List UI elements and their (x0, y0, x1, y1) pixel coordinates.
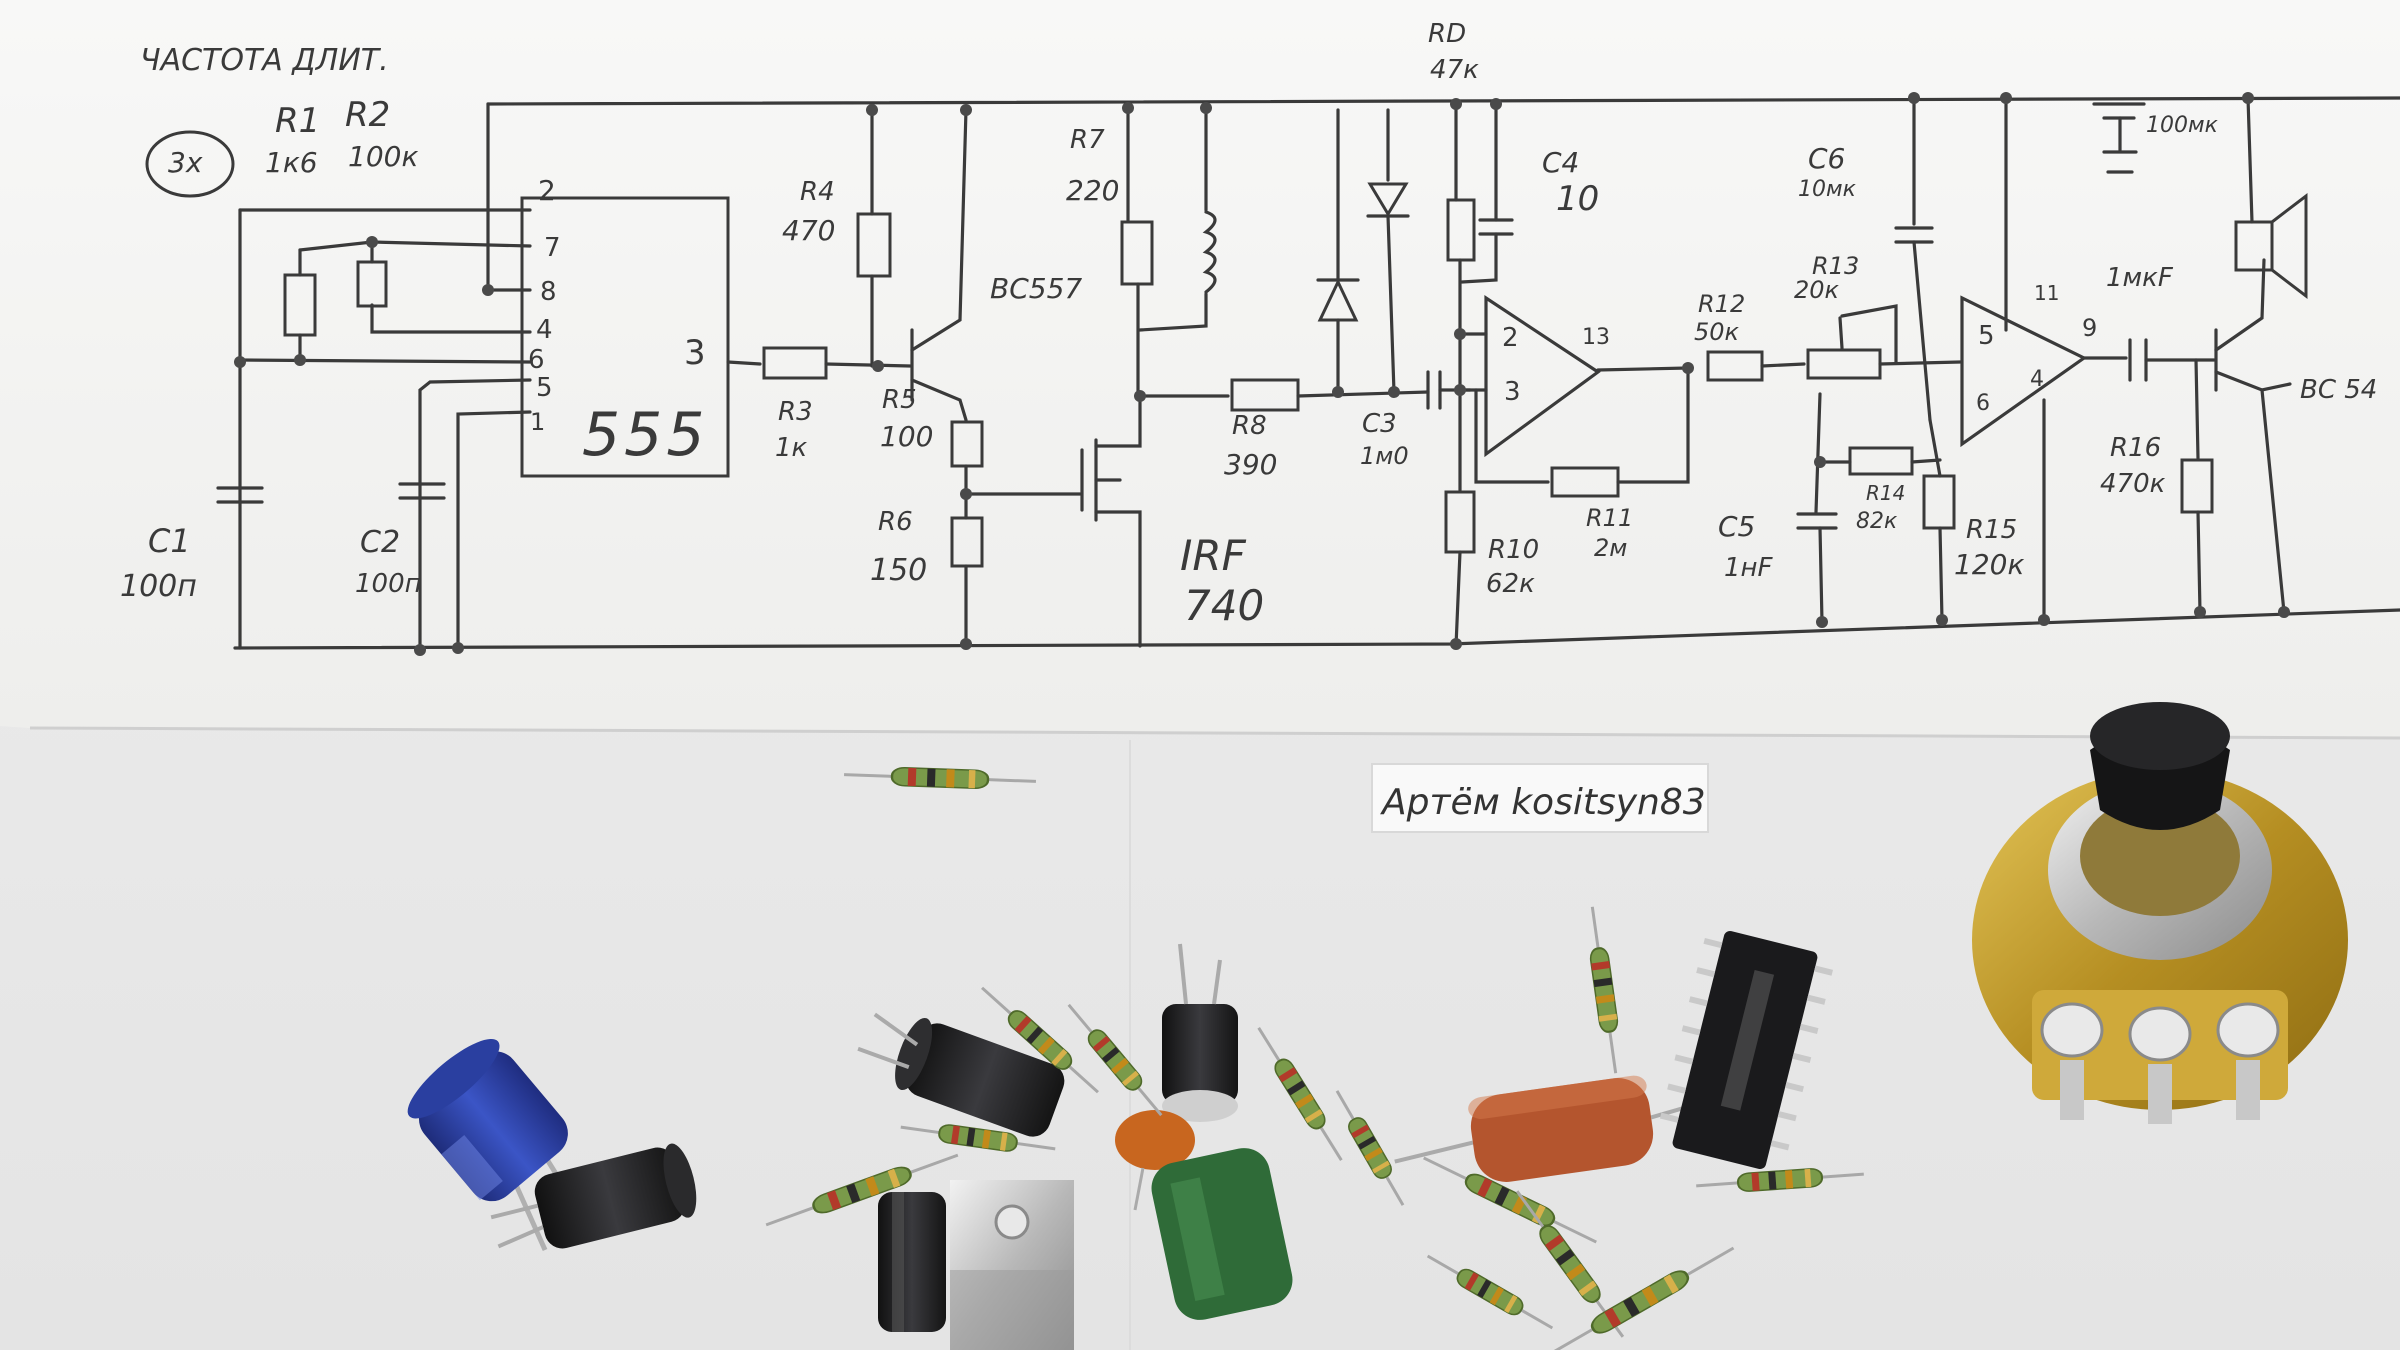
c1-label: C1 (148, 522, 191, 560)
oa2-pin-9: 9 (2082, 314, 2097, 342)
r5-value: 100 (880, 420, 933, 453)
r8-label: R8 (1232, 411, 1267, 441)
c5-value: 1нF (1724, 553, 1774, 583)
oa1-pin-2: 2 (1502, 323, 1519, 353)
black-capacitor-small (878, 1192, 946, 1332)
oa1-pin-13: 13 (1582, 325, 1610, 350)
r2-value: 100к (348, 140, 418, 173)
schematic-wiring (216, 92, 2400, 656)
r7-label: R7 (1070, 125, 1105, 155)
multiplier-label: 3x (168, 146, 203, 179)
ic-pin-1: 1 (530, 408, 545, 436)
c4-value: 10 (1556, 179, 1599, 219)
r3-label: R3 (778, 397, 813, 427)
potentiometer (1972, 702, 2348, 1124)
bc54-label: BC 54 (2300, 375, 2377, 405)
c2-value: 100п (355, 569, 422, 599)
black-capacitor-large (857, 1012, 1065, 1137)
oa2-pin-4: 4 (2030, 367, 2044, 392)
r15-label: R15 (1966, 515, 2017, 545)
to220-transistor (950, 1180, 1074, 1350)
r4-label: R4 (800, 177, 835, 207)
c5-label: C5 (1718, 510, 1755, 543)
green-film-capacitor (1151, 1148, 1293, 1320)
brown-capacitor (1394, 1075, 1720, 1182)
rd-value: 47к (1430, 55, 1479, 85)
black-capacitor-lying (490, 1143, 697, 1249)
r11-label: R11 (1586, 504, 1633, 532)
r1-label: R1 (275, 101, 320, 141)
r12-label: R12 (1698, 290, 1745, 318)
oa2-pin-11: 11 (2034, 281, 2059, 305)
irf-number: 740 (1184, 581, 1264, 630)
oa1-pin-3: 3 (1504, 377, 1521, 407)
c3-value: 1м0 (1360, 442, 1409, 470)
r3-value: 1к (775, 433, 808, 463)
r12-value: 50к (1694, 318, 1740, 346)
c6-value: 10мк (1798, 177, 1857, 202)
schematic-annotations: ЧАСТОТА ДЛИТ. R1 R2 1к6 100к 3x 555 2 7 … (120, 19, 2377, 630)
ic555-label: 555 (582, 400, 709, 470)
r6-value: 150 (870, 553, 927, 588)
c2-label: C2 (360, 525, 400, 560)
dip-ic (1659, 930, 1833, 1170)
r13-label: R13 (1812, 252, 1859, 280)
r16-value: 470к (2100, 469, 2166, 499)
bc557-label: BC557 (990, 272, 1082, 305)
c3-label: C3 (1362, 409, 1397, 439)
ic-pin-7: 7 (544, 233, 561, 263)
black-capacitor-upright (1162, 943, 1238, 1122)
ic-pin-3: 3 (684, 333, 706, 373)
r7-value: 220 (1066, 174, 1119, 207)
r4-value: 470 (782, 214, 835, 247)
irf-label: IRF (1180, 531, 1247, 580)
oa2-pin-5: 5 (1978, 321, 1995, 351)
r15-value: 120к (1954, 548, 2024, 581)
ic-pin-4: 4 (536, 315, 553, 345)
c7-value: 100мк (2146, 113, 2219, 138)
r13-value: 20к (1794, 276, 1840, 304)
r14-label: R14 (1866, 481, 1905, 505)
blue-capacitor (407, 1038, 586, 1251)
watermark-label: Артём kositsyn83 (1371, 763, 1709, 833)
r6-label: R6 (878, 507, 913, 537)
c6-label: C6 (1808, 142, 1845, 175)
ic-pin-6: 6 (528, 345, 545, 375)
oa2-pin-6: 6 (1976, 391, 1990, 416)
ic-pin-2: 2 (538, 174, 556, 207)
r10-label: R10 (1488, 535, 1539, 565)
r11-value: 2м (1594, 534, 1627, 562)
c8-label: 1мкF (2106, 263, 2174, 293)
r10-value: 62к (1486, 569, 1535, 599)
r14-value: 82к (1856, 509, 1898, 534)
c4-label: C4 (1542, 146, 1579, 179)
header-label: ЧАСТОТА ДЛИТ. (140, 43, 389, 78)
ic-pin-8: 8 (540, 277, 557, 307)
watermark-text: Артём kositsyn83 (1380, 782, 1706, 823)
r8-value: 390 (1224, 448, 1277, 481)
r2-label: R2 (345, 95, 390, 135)
components-pile (407, 702, 2348, 1350)
ic-pin-5: 5 (536, 373, 553, 403)
c1-value: 100п (120, 569, 197, 604)
r16-label: R16 (2110, 433, 2161, 463)
rd-label: RD (1428, 19, 1466, 49)
r1-value: 1к6 (265, 146, 318, 179)
